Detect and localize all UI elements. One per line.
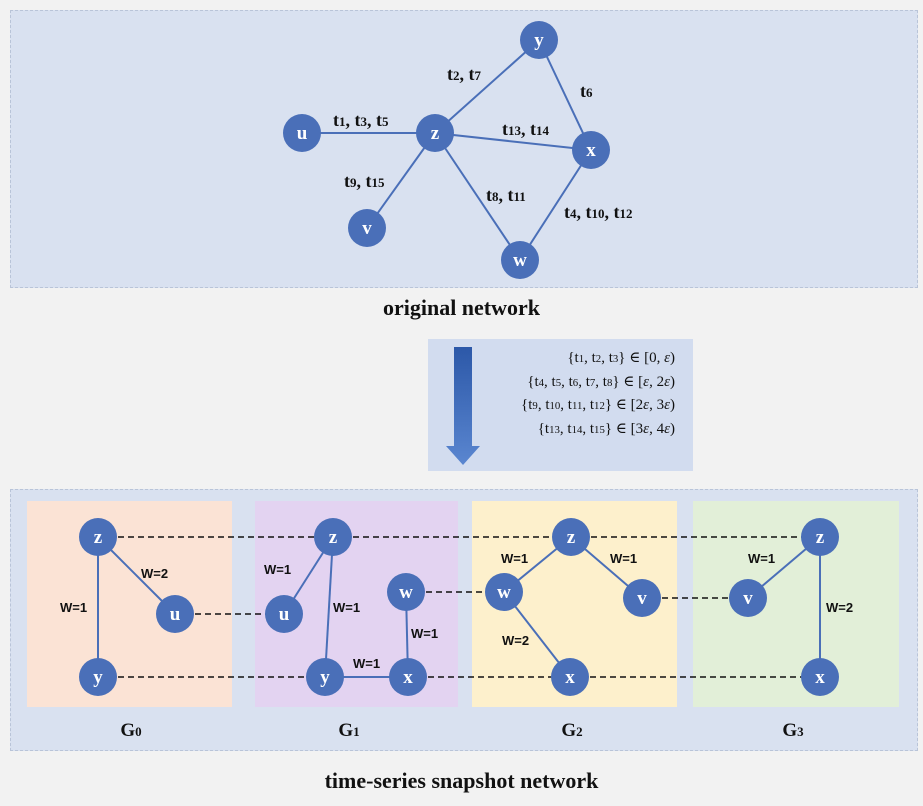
time-interval-box: {t1, t2, t3} ∈ [0, ε) {t4, t5, t6, t7, t8…: [428, 339, 693, 471]
snapshot-label: G1: [338, 720, 359, 741]
interval-line: {t9, t10, t11, t12} ∈ [2ε, 3ε): [521, 397, 675, 413]
svg-text:z: z: [816, 527, 825, 548]
down-arrow-icon: [446, 347, 480, 465]
snapshot-g3: W=1W=2 z v xG3: [729, 518, 853, 741]
svg-text:u: u: [297, 123, 308, 144]
edge-z-y: [324, 536, 334, 678]
svg-text:w: w: [513, 250, 527, 271]
svg-text:z: z: [567, 527, 576, 548]
node-x: x: [551, 658, 589, 696]
edge-x-w: [519, 149, 592, 261]
svg-text:z: z: [329, 527, 338, 548]
edge-z-x: [434, 132, 592, 151]
node-v: v: [623, 579, 661, 617]
edge-z-y: [434, 39, 540, 134]
node-y: y: [306, 658, 344, 696]
node-u: u: [156, 595, 194, 633]
original-network-caption: original network: [382, 295, 541, 320]
snapshot-label: G0: [120, 720, 141, 741]
edge-label-z-x: t13, t14: [502, 119, 550, 139]
svg-text:y: y: [534, 30, 544, 51]
node-u: u: [283, 114, 321, 152]
node-z: z: [79, 518, 117, 556]
node-z: z: [552, 518, 590, 556]
weight-label: W=1: [353, 656, 380, 671]
snapshot-g0: W=2W=1 z u yG0: [60, 518, 194, 741]
edge-label-z-y: t2, t7: [447, 64, 482, 84]
edge-z-v: [366, 132, 436, 229]
svg-text:u: u: [279, 604, 290, 625]
edge-label-u-z: t1, t3, t5: [333, 110, 389, 130]
node-x: x: [801, 658, 839, 696]
node-x: x: [389, 658, 427, 696]
weight-label: W=1: [501, 551, 528, 566]
snapshot-label: G3: [782, 720, 804, 741]
svg-text:x: x: [815, 667, 825, 688]
weight-label: W=1: [333, 600, 360, 615]
weight-label: W=1: [264, 562, 291, 577]
node-y: y: [79, 658, 117, 696]
svg-text:x: x: [403, 667, 413, 688]
snapshot-label: G2: [561, 720, 582, 741]
weight-label: W=1: [610, 551, 637, 566]
edge-label-z-v: t9, t15: [344, 171, 385, 191]
node-w: w: [501, 241, 539, 279]
node-z: z: [416, 114, 454, 152]
node-x: x: [572, 131, 610, 169]
correspondence-lines: [98, 536, 820, 678]
snapshot-network-caption: time-series snapshot network: [324, 768, 599, 793]
svg-text:u: u: [170, 604, 181, 625]
svg-text:x: x: [565, 667, 575, 688]
svg-text:v: v: [362, 218, 372, 239]
node-v: v: [729, 579, 767, 617]
svg-text:x: x: [586, 140, 596, 161]
weight-label: W=2: [141, 566, 168, 581]
svg-text:v: v: [743, 588, 753, 609]
node-z: z: [314, 518, 352, 556]
snapshot-g3-background: [693, 501, 899, 707]
interval-list: {t1, t2, t3} ∈ [0, ε) {t4, t5, t6, t7, t8…: [521, 347, 675, 441]
node-w: w: [485, 573, 523, 611]
svg-text:w: w: [399, 582, 413, 603]
weight-label: W=2: [826, 600, 853, 615]
svg-text:v: v: [637, 588, 647, 609]
interval-line: {t13, t14, t15} ∈ [3ε, 4ε): [537, 420, 675, 437]
node-v: v: [348, 209, 386, 247]
original-network-panel: [10, 10, 918, 288]
weight-label: W=1: [60, 600, 87, 615]
original-network-graph: t1, t3, t5 t2, t7 t6 t13, t14 t9, t15 t8, t11…: [283, 21, 633, 279]
edge-z-w: [434, 132, 521, 261]
svg-text:y: y: [93, 667, 103, 688]
weight-label: W=2: [502, 633, 529, 648]
interval-line: {t4, t5, t6, t7, t8} ∈ [ε, 2ε): [527, 373, 675, 390]
interval-line: {t1, t2, t3} ∈ [0, ε): [567, 350, 675, 366]
node-y: y: [520, 21, 558, 59]
edge-y-x: [538, 39, 592, 151]
snapshot-g0-background: [27, 501, 232, 707]
svg-text:z: z: [431, 123, 440, 144]
svg-text:z: z: [94, 527, 103, 548]
node-u: u: [265, 595, 303, 633]
snapshot-g2: W=1 W=1W=2 z w v xG2: [485, 518, 661, 741]
svg-text:w: w: [497, 582, 511, 603]
weight-label: W=1: [411, 626, 438, 641]
weight-label: W=1: [748, 551, 775, 566]
node-w: w: [387, 573, 425, 611]
node-z: z: [801, 518, 839, 556]
edge-label-z-w: t8, t11: [486, 185, 526, 205]
svg-text:y: y: [320, 667, 330, 688]
edge-label-x-w: t4, t10, t12: [564, 202, 633, 222]
edge-label-y-x: t6: [580, 81, 593, 101]
